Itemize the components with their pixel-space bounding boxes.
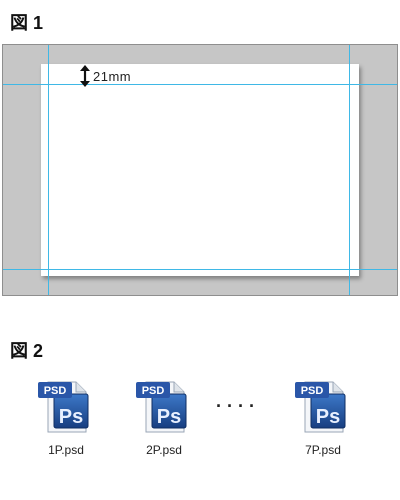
file-name: 2P.psd — [146, 443, 182, 457]
file-item[interactable]: PSD Ps 7P.psd — [283, 378, 363, 457]
margin-measurement: 21mm — [79, 65, 131, 87]
figure-1-label: 図 1 — [10, 13, 44, 33]
guide-bottom — [3, 269, 397, 270]
document-canvas: 21mm — [2, 44, 398, 296]
app-letters: Ps — [59, 406, 83, 428]
ellipsis: ···· — [216, 396, 260, 416]
page-sheet — [41, 64, 359, 276]
file-name: 1P.psd — [48, 443, 84, 457]
badge-text: PSD — [142, 385, 165, 397]
margin-measure-label: 21mm — [93, 68, 132, 84]
double-arrow-icon — [80, 65, 90, 87]
photoshop-file-icon: PSD Ps — [38, 381, 89, 433]
photoshop-file-icon: PSD Ps — [136, 381, 187, 433]
guide-right — [349, 45, 350, 295]
guide-left — [48, 45, 49, 295]
figure-2-label: 図 2 — [10, 341, 44, 361]
badge-text: PSD — [301, 385, 324, 397]
app-letters: Ps — [316, 406, 340, 428]
badge-text: PSD — [44, 385, 67, 397]
file-item[interactable]: PSD Ps 2P.psd — [124, 378, 204, 457]
photoshop-file-icon: PSD Ps — [295, 381, 346, 433]
app-letters: Ps — [157, 406, 181, 428]
guide-top — [3, 84, 397, 85]
file-item[interactable]: PSD Ps 1P.psd — [26, 378, 106, 457]
file-name: 7P.psd — [305, 443, 341, 457]
